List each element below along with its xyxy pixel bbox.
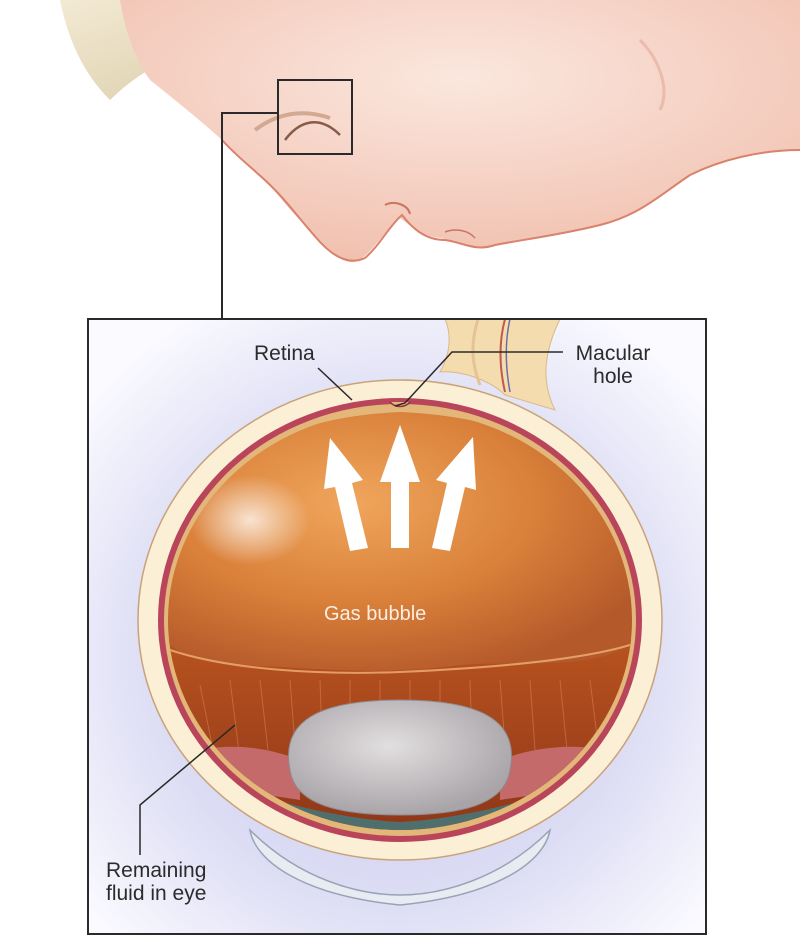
leader-lines [139, 351, 563, 855]
nostril [384, 202, 411, 215]
cornea [248, 827, 552, 906]
remaining-fluid-label-line2: fluid in eye [106, 882, 207, 905]
arrow-center [380, 425, 420, 548]
macular-hole-leader [394, 351, 563, 407]
mouth [444, 229, 476, 239]
retina-label: Retina [254, 342, 315, 365]
eye-zoom-box [277, 79, 353, 155]
fluid-leader [139, 724, 236, 855]
arrow-right [432, 437, 476, 551]
remaining-fluid-label: Remaining fluid in eye [106, 859, 206, 905]
face-outline [221, 139, 800, 262]
face-skin [120, 0, 800, 263]
arrow-left [324, 438, 368, 551]
optic-nerve [439, 319, 561, 411]
macular-hole-label: Macular hole [568, 342, 658, 388]
gas-bubble-label: Gas bubble [324, 603, 427, 625]
eye-cross-section [137, 319, 663, 906]
panel-frame [87, 318, 707, 935]
bubble-highlight [190, 475, 310, 565]
upward-arrows [324, 425, 476, 551]
macular-hole-label-line1: Macular [575, 342, 651, 365]
eyebrow [253, 111, 331, 132]
iris [244, 790, 556, 830]
head-profile [60, 0, 800, 263]
zoom-callout [221, 79, 353, 318]
lens [288, 699, 512, 816]
remaining-fluid-label-line1: Remaining [106, 859, 207, 882]
ear-shading [638, 38, 666, 111]
retina-leader [317, 367, 353, 401]
connector-line [221, 112, 278, 318]
eye-closed [284, 121, 341, 141]
macular-hole-label-line2: hole [593, 365, 633, 388]
